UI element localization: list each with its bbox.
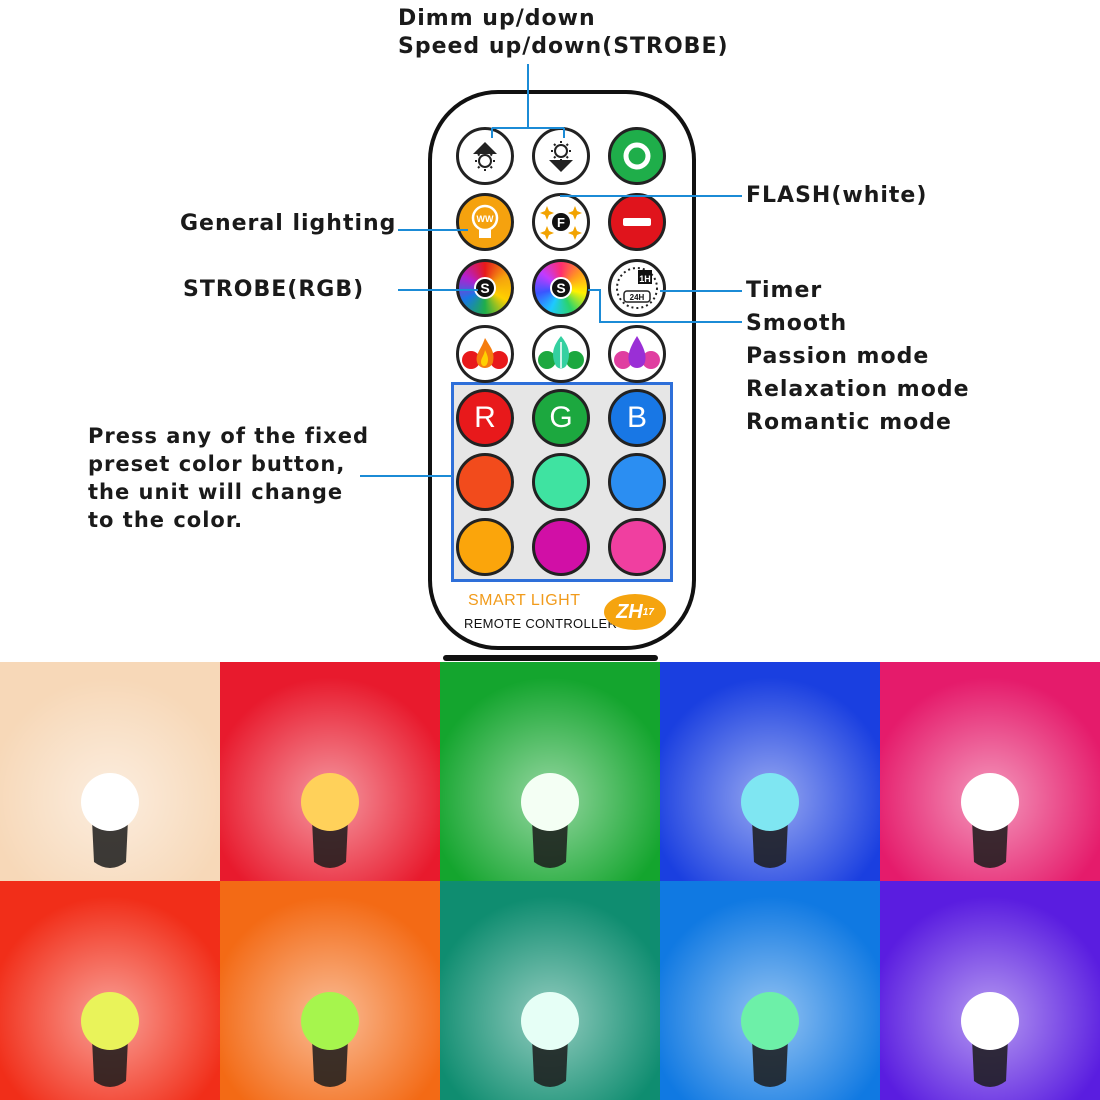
brand-remote-controller: REMOTE CONTROLLER — [464, 616, 618, 631]
amber-button[interactable] — [456, 518, 514, 576]
label-dimm: Dimm up/down — [398, 6, 596, 31]
bulb-icon — [0, 662, 220, 881]
label-smooth: Smooth — [746, 311, 848, 336]
label-flash: FLASH(white) — [746, 183, 928, 208]
power-on-icon — [623, 142, 651, 170]
pink-button[interactable] — [608, 518, 666, 576]
orange-red-button[interactable] — [456, 453, 514, 511]
red-button-label: R — [474, 401, 496, 434]
bulb-icon — [880, 662, 1100, 881]
flash-button[interactable]: F — [532, 193, 590, 251]
flash-icon: F — [540, 206, 582, 240]
bulb-icon — [220, 881, 440, 1100]
brightness-up-icon — [473, 142, 497, 171]
label-romantic-mode: Romantic mode — [746, 410, 952, 435]
bulb-icon — [220, 662, 440, 881]
power-on-button[interactable] — [608, 127, 666, 185]
relaxation-mode-button[interactable] — [532, 325, 590, 383]
ww-text: WW — [477, 214, 494, 224]
bulb-icon — [440, 662, 660, 881]
warm-white-button[interactable]: WW — [456, 193, 514, 251]
strobe-s-text: S — [480, 280, 489, 296]
bulb-photo-tile — [660, 662, 880, 881]
bulb-photo-tile — [0, 662, 220, 881]
passion-mode-button[interactable] — [456, 325, 514, 383]
bulb-photo-tile — [440, 881, 660, 1100]
bulb-icon — [440, 881, 660, 1100]
label-strobe-rgb: STROBE(RGB) — [183, 277, 365, 302]
bulb-photo-tile — [0, 881, 220, 1100]
bulb-icon — [880, 881, 1100, 1100]
bulb-icon: WW — [471, 204, 499, 238]
sky-blue-button[interactable] — [608, 453, 666, 511]
bulb-photo-tile — [880, 662, 1100, 881]
timer-1h-text: 1H — [639, 274, 651, 284]
bulb-color-photos — [0, 662, 1100, 1100]
timer-button[interactable]: 1H 24H — [608, 259, 666, 317]
leaf-icon — [538, 336, 584, 369]
callout-lines — [360, 64, 742, 477]
power-off-icon — [623, 218, 651, 226]
strobe-button[interactable]: S — [456, 259, 514, 317]
brand-smart-light: SMART LIGHT — [468, 592, 581, 609]
label-speed: Speed up/down(STROBE) — [398, 34, 729, 59]
bulb-photo-tile — [440, 662, 660, 881]
red-button[interactable]: R — [456, 389, 514, 447]
timer-icon: 1H 24H — [616, 267, 658, 309]
zh-badge-text: ZH — [616, 600, 643, 623]
smooth-button[interactable]: S — [532, 259, 590, 317]
smooth-icon: S — [550, 277, 572, 299]
bulb-photo-tile — [660, 881, 880, 1100]
blue-button-label: B — [626, 401, 647, 434]
strobe-icon: S — [474, 277, 496, 299]
flash-f-text: F — [557, 215, 565, 230]
green-button[interactable]: G — [532, 389, 590, 447]
bulb-photo-tile — [220, 662, 440, 881]
power-off-button[interactable] — [608, 193, 666, 251]
green-button-label: G — [549, 401, 573, 434]
bulb-icon — [0, 881, 220, 1100]
bulb-icon — [660, 662, 880, 881]
mint-button[interactable] — [532, 453, 590, 511]
dim-down-button[interactable] — [532, 127, 590, 185]
timer-24h-text: 24H — [630, 293, 645, 302]
remote-base — [443, 655, 658, 661]
label-preset-note: Press any of the fixed preset color butt… — [88, 424, 369, 532]
blue-button[interactable]: B — [608, 389, 666, 447]
label-general-lighting: General lighting — [180, 211, 397, 236]
smooth-s-text: S — [556, 280, 565, 296]
label-passion-mode: Passion mode — [746, 344, 930, 369]
bulb-photo-tile — [220, 881, 440, 1100]
bulb-photo-tile — [880, 881, 1100, 1100]
brightness-down-icon — [549, 141, 573, 172]
bulb-icon — [660, 881, 880, 1100]
romantic-mode-button[interactable] — [608, 325, 666, 383]
drop-icon — [614, 336, 660, 369]
label-timer: Timer — [746, 278, 823, 303]
label-relaxation-mode: Relaxation mode — [746, 377, 970, 402]
magenta-button[interactable] — [532, 518, 590, 576]
fire-icon — [462, 338, 508, 369]
dim-up-button[interactable] — [456, 127, 514, 185]
zh-badge-sup: 17 — [642, 606, 654, 618]
